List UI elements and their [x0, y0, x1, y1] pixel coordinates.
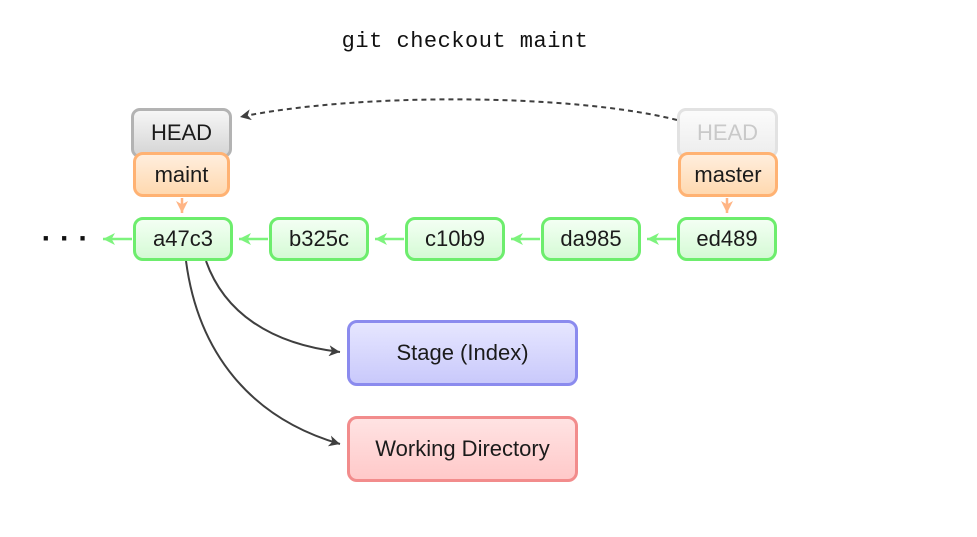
- head-move-dashed-arrow: [239, 98, 678, 121]
- head-ref-current: HEAD: [131, 108, 232, 158]
- commit-id-label: da985: [560, 226, 622, 251]
- commit-id-label: a47c3: [153, 226, 213, 251]
- commit-node-da985: da985: [541, 217, 641, 261]
- diagram-title: git checkout maint: [341, 29, 589, 54]
- checkout-to-stage-arrow: [205, 260, 341, 357]
- head-previous-label: HEAD: [696, 120, 759, 145]
- commit-id-label: b325c: [289, 226, 349, 251]
- stage-index-box: Stage (Index): [347, 320, 578, 386]
- commit-node-a47c3: a47c3: [133, 217, 233, 261]
- commit-id-label: c10b9: [425, 226, 485, 251]
- working-directory-box: Working Directory: [347, 416, 578, 482]
- branch-ref-maint: maint: [133, 152, 230, 197]
- branch-maint-label: maint: [154, 161, 209, 187]
- commit-id-label: ed489: [696, 226, 758, 251]
- commit-node-b325c: b325c: [269, 217, 369, 261]
- stage-label: Stage (Index): [396, 340, 529, 365]
- working-directory-label: Working Directory: [375, 436, 550, 461]
- commit-node-c10b9: c10b9: [405, 217, 505, 261]
- checkout-to-workdir-arrow: [185, 260, 341, 447]
- commit-node-ed489: ed489: [677, 217, 777, 261]
- head-current-label: HEAD: [150, 120, 213, 145]
- head-ref-previous: HEAD: [677, 108, 778, 158]
- branch-master-label: master: [694, 161, 762, 187]
- branch-ref-master: master: [678, 152, 778, 197]
- history-ellipsis: · · ·: [41, 222, 89, 255]
